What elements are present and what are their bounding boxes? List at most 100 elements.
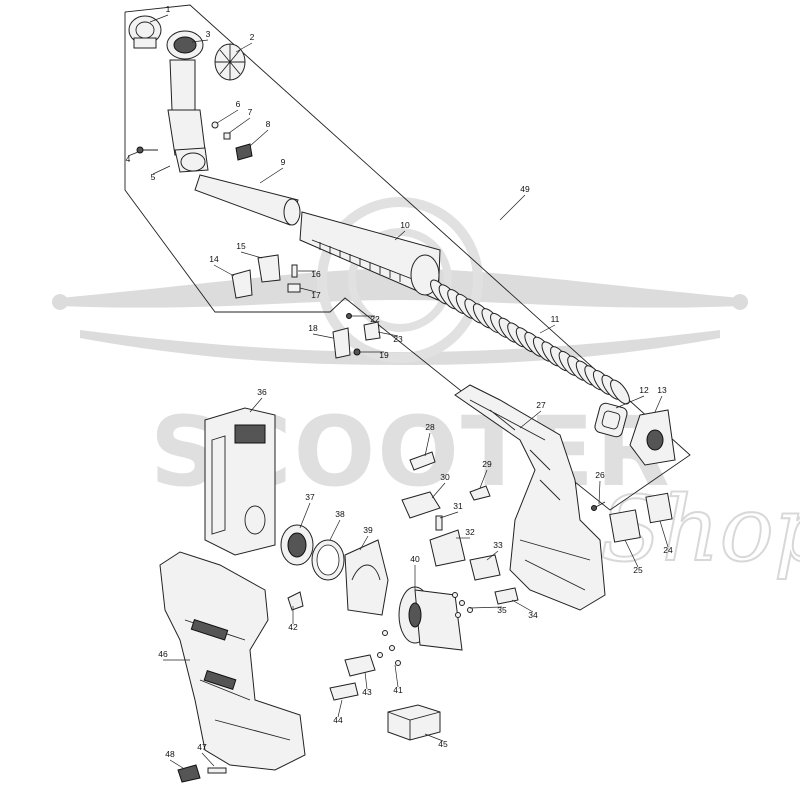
callout-leader-43	[364, 671, 368, 690]
callout-number-2: 2	[250, 32, 255, 42]
callout-number-7: 7	[248, 107, 253, 117]
part-9-inner-pipe	[194, 174, 301, 226]
callout-leader-26	[598, 480, 601, 505]
callout-leader-30	[431, 482, 446, 499]
part-33-cover	[469, 554, 501, 581]
part-36-battery	[204, 407, 276, 556]
part-32-switch	[429, 529, 466, 567]
callout-number-41: 41	[393, 685, 403, 695]
callout-leader-31	[439, 511, 459, 519]
part-30-terminal	[401, 491, 441, 519]
part-19-pin	[353, 348, 361, 356]
part-27-right-housing	[454, 384, 606, 611]
part-29-clip	[469, 485, 491, 501]
callout-leader-17	[299, 287, 317, 293]
part-41-screws	[377, 630, 401, 666]
callout-leader-27	[519, 410, 542, 429]
part-15-holder	[257, 254, 281, 283]
callout-leader-25	[624, 539, 639, 568]
callout-leader-45	[424, 733, 444, 742]
callout-number-6: 6	[236, 99, 241, 109]
part-35-screws	[452, 592, 473, 618]
callout-number-24: 24	[663, 545, 673, 555]
callout-number-39: 39	[363, 525, 373, 535]
callout-number-25: 25	[633, 565, 643, 575]
callout-leader-8	[249, 129, 269, 147]
part-16-spring	[291, 264, 298, 278]
callout-leader-36	[249, 397, 263, 413]
part-26-screw	[591, 501, 606, 511]
part-8-latch	[235, 143, 253, 161]
part-22-pin	[346, 313, 352, 319]
callout-leader-47	[201, 752, 215, 767]
callout-number-48: 48	[165, 749, 175, 759]
part-46-left-housing	[159, 551, 306, 771]
part-nozzle-tube	[167, 59, 209, 173]
callout-number-33: 33	[493, 540, 503, 550]
callout-number-10: 10	[400, 220, 410, 230]
part-42-clip	[287, 591, 304, 611]
callout-number-31: 31	[453, 501, 463, 511]
part-28-tab	[409, 451, 436, 471]
callout-number-34: 34	[528, 610, 538, 620]
part-12-seal-ring	[594, 402, 628, 438]
callout-number-11: 11	[551, 314, 560, 324]
callout-leader-24	[659, 520, 669, 548]
callout-leader-9	[259, 167, 284, 184]
callout-number-32: 32	[465, 527, 475, 537]
part-23-knob	[363, 321, 381, 341]
part-11-bellows	[430, 279, 630, 405]
upper-assembly-outline	[124, 4, 691, 511]
part-40-motor	[398, 586, 463, 651]
callout-number-35: 35	[497, 605, 507, 615]
callout-leader-41	[394, 664, 399, 688]
callout-number-8: 8	[266, 119, 271, 129]
callout-leader-3	[191, 39, 209, 43]
part-17-button	[287, 283, 301, 293]
callout-number-47: 47	[197, 742, 207, 752]
callout-number-29: 29	[482, 459, 492, 469]
callout-leader-44	[337, 699, 343, 718]
callout-leader-28	[424, 432, 431, 457]
part-4-screw	[136, 146, 158, 154]
part-48-button	[177, 764, 201, 783]
callout-number-13: 13	[657, 385, 667, 395]
callout-number-22: 22	[370, 314, 380, 324]
callout-number-18: 18	[308, 323, 318, 333]
callout-number-4: 4	[126, 154, 131, 164]
part-1-clamp-ring	[128, 15, 162, 49]
callout-leader-48	[169, 759, 184, 769]
part-47-spring	[207, 767, 227, 774]
callout-number-27: 27	[536, 400, 546, 410]
callout-number-16: 16	[311, 269, 321, 279]
part-3-collar	[166, 30, 204, 60]
callout-leader-10	[394, 230, 406, 241]
callout-leader-14	[213, 264, 235, 277]
callout-number-15: 15	[236, 241, 246, 251]
callout-leader-39	[359, 535, 369, 551]
part-7-spring	[223, 132, 231, 140]
callout-number-3: 3	[206, 29, 211, 39]
callout-leader-18	[312, 333, 334, 339]
callout-leader-34	[511, 599, 534, 613]
callout-number-9: 9	[281, 157, 286, 167]
callout-number-14: 14	[209, 254, 219, 264]
part-24-pad	[645, 492, 673, 524]
callout-leader-15	[240, 251, 263, 259]
callout-leader-49	[499, 194, 526, 221]
part-14-bracket	[231, 269, 253, 299]
callout-number-12: 12	[639, 385, 649, 395]
callout-number-1: 1	[166, 4, 171, 14]
callout-leader-35	[469, 606, 503, 609]
callout-leader-12	[615, 395, 645, 409]
callout-number-5: 5	[151, 172, 156, 182]
callout-number-28: 28	[425, 422, 435, 432]
callout-number-43: 43	[362, 687, 372, 697]
part-13-end-cap	[629, 409, 676, 466]
part-25-pad	[609, 509, 641, 543]
part-6-ball	[211, 121, 219, 129]
callout-leader-4	[127, 151, 139, 157]
